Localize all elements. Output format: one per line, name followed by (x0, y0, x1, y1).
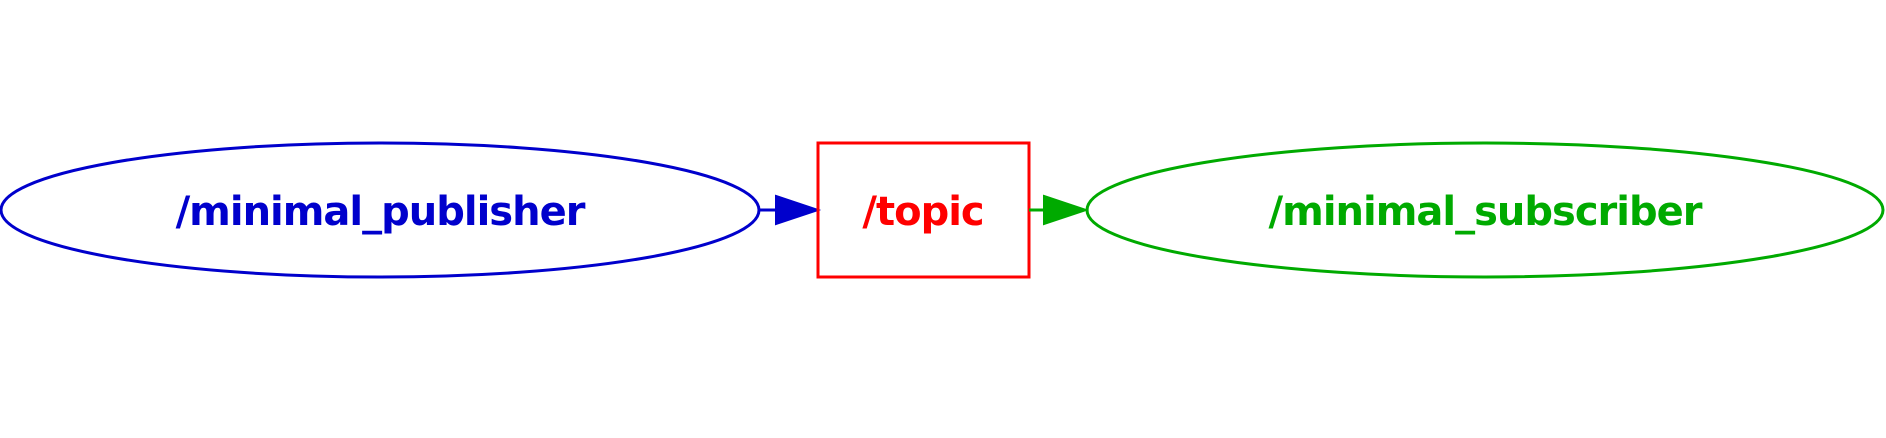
edge-publisher-to-topic (759, 194, 822, 226)
subscriber-ellipse (1085, 141, 1885, 279)
node-minimal-publisher[interactable]: /minimal_publisher (0, 141, 761, 279)
edge-topic-to-subscriber (1029, 194, 1090, 226)
topic-label: /topic (862, 189, 983, 235)
arrowhead-icon (775, 194, 822, 226)
arrowhead-icon (1043, 194, 1090, 226)
subscriber-label: /minimal_subscriber (1269, 189, 1703, 235)
node-topic[interactable]: /topic (816, 141, 1031, 279)
publisher-label: /minimal_publisher (176, 189, 586, 235)
node-minimal-subscriber[interactable]: /minimal_subscriber (1085, 141, 1885, 279)
